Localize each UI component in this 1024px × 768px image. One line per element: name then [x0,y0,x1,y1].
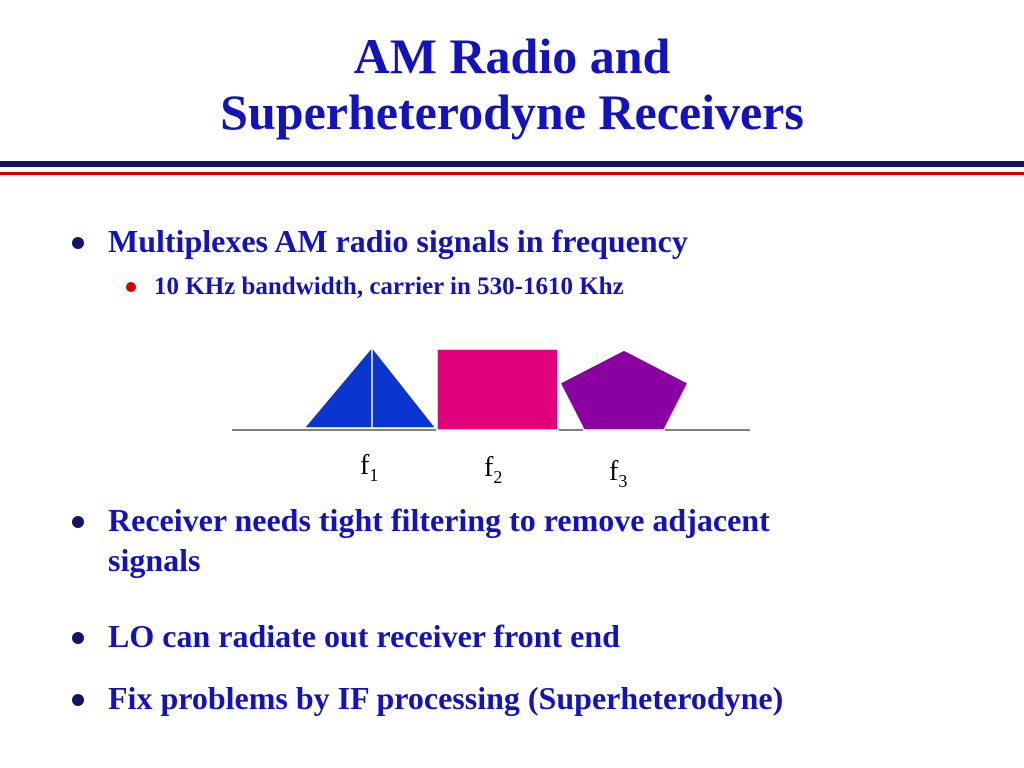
f3-pentagon-signal [558,349,690,431]
sub-bullet-dot-icon [126,282,136,292]
bullet-dot-icon [72,237,84,249]
sub-bullet-text: 10 KHz bandwidth, carrier in 530-1610 Kh… [154,273,624,300]
bullet-dot-icon [72,694,84,706]
bullet-dot-icon [72,516,84,528]
bullet-text-continuation: signals [108,542,201,578]
f2-rectangle-signal [436,348,559,431]
f3-label: f3 [609,456,627,491]
title-divider-red [0,172,1024,175]
bullet-text: Fix problems by IF processing (Superhete… [108,680,784,716]
bullet-text: LO can radiate out receiver front end [108,618,620,654]
bullet-text: Receiver needs tight filtering to remove… [108,502,770,538]
f1-triangle-signal [302,345,438,429]
bullet-dot-icon [72,632,84,644]
title-divider-navy [0,161,1024,167]
slide-title: AM Radio and Superheterodyne Receivers [0,28,1024,140]
title-line-2: Superheterodyne Receivers [220,84,804,140]
bullet-text: Multiplexes AM radio signals in frequenc… [108,223,688,259]
f2-label: f2 [484,452,502,487]
title-line-1: AM Radio and [353,28,671,84]
f1-label: f1 [360,450,378,485]
